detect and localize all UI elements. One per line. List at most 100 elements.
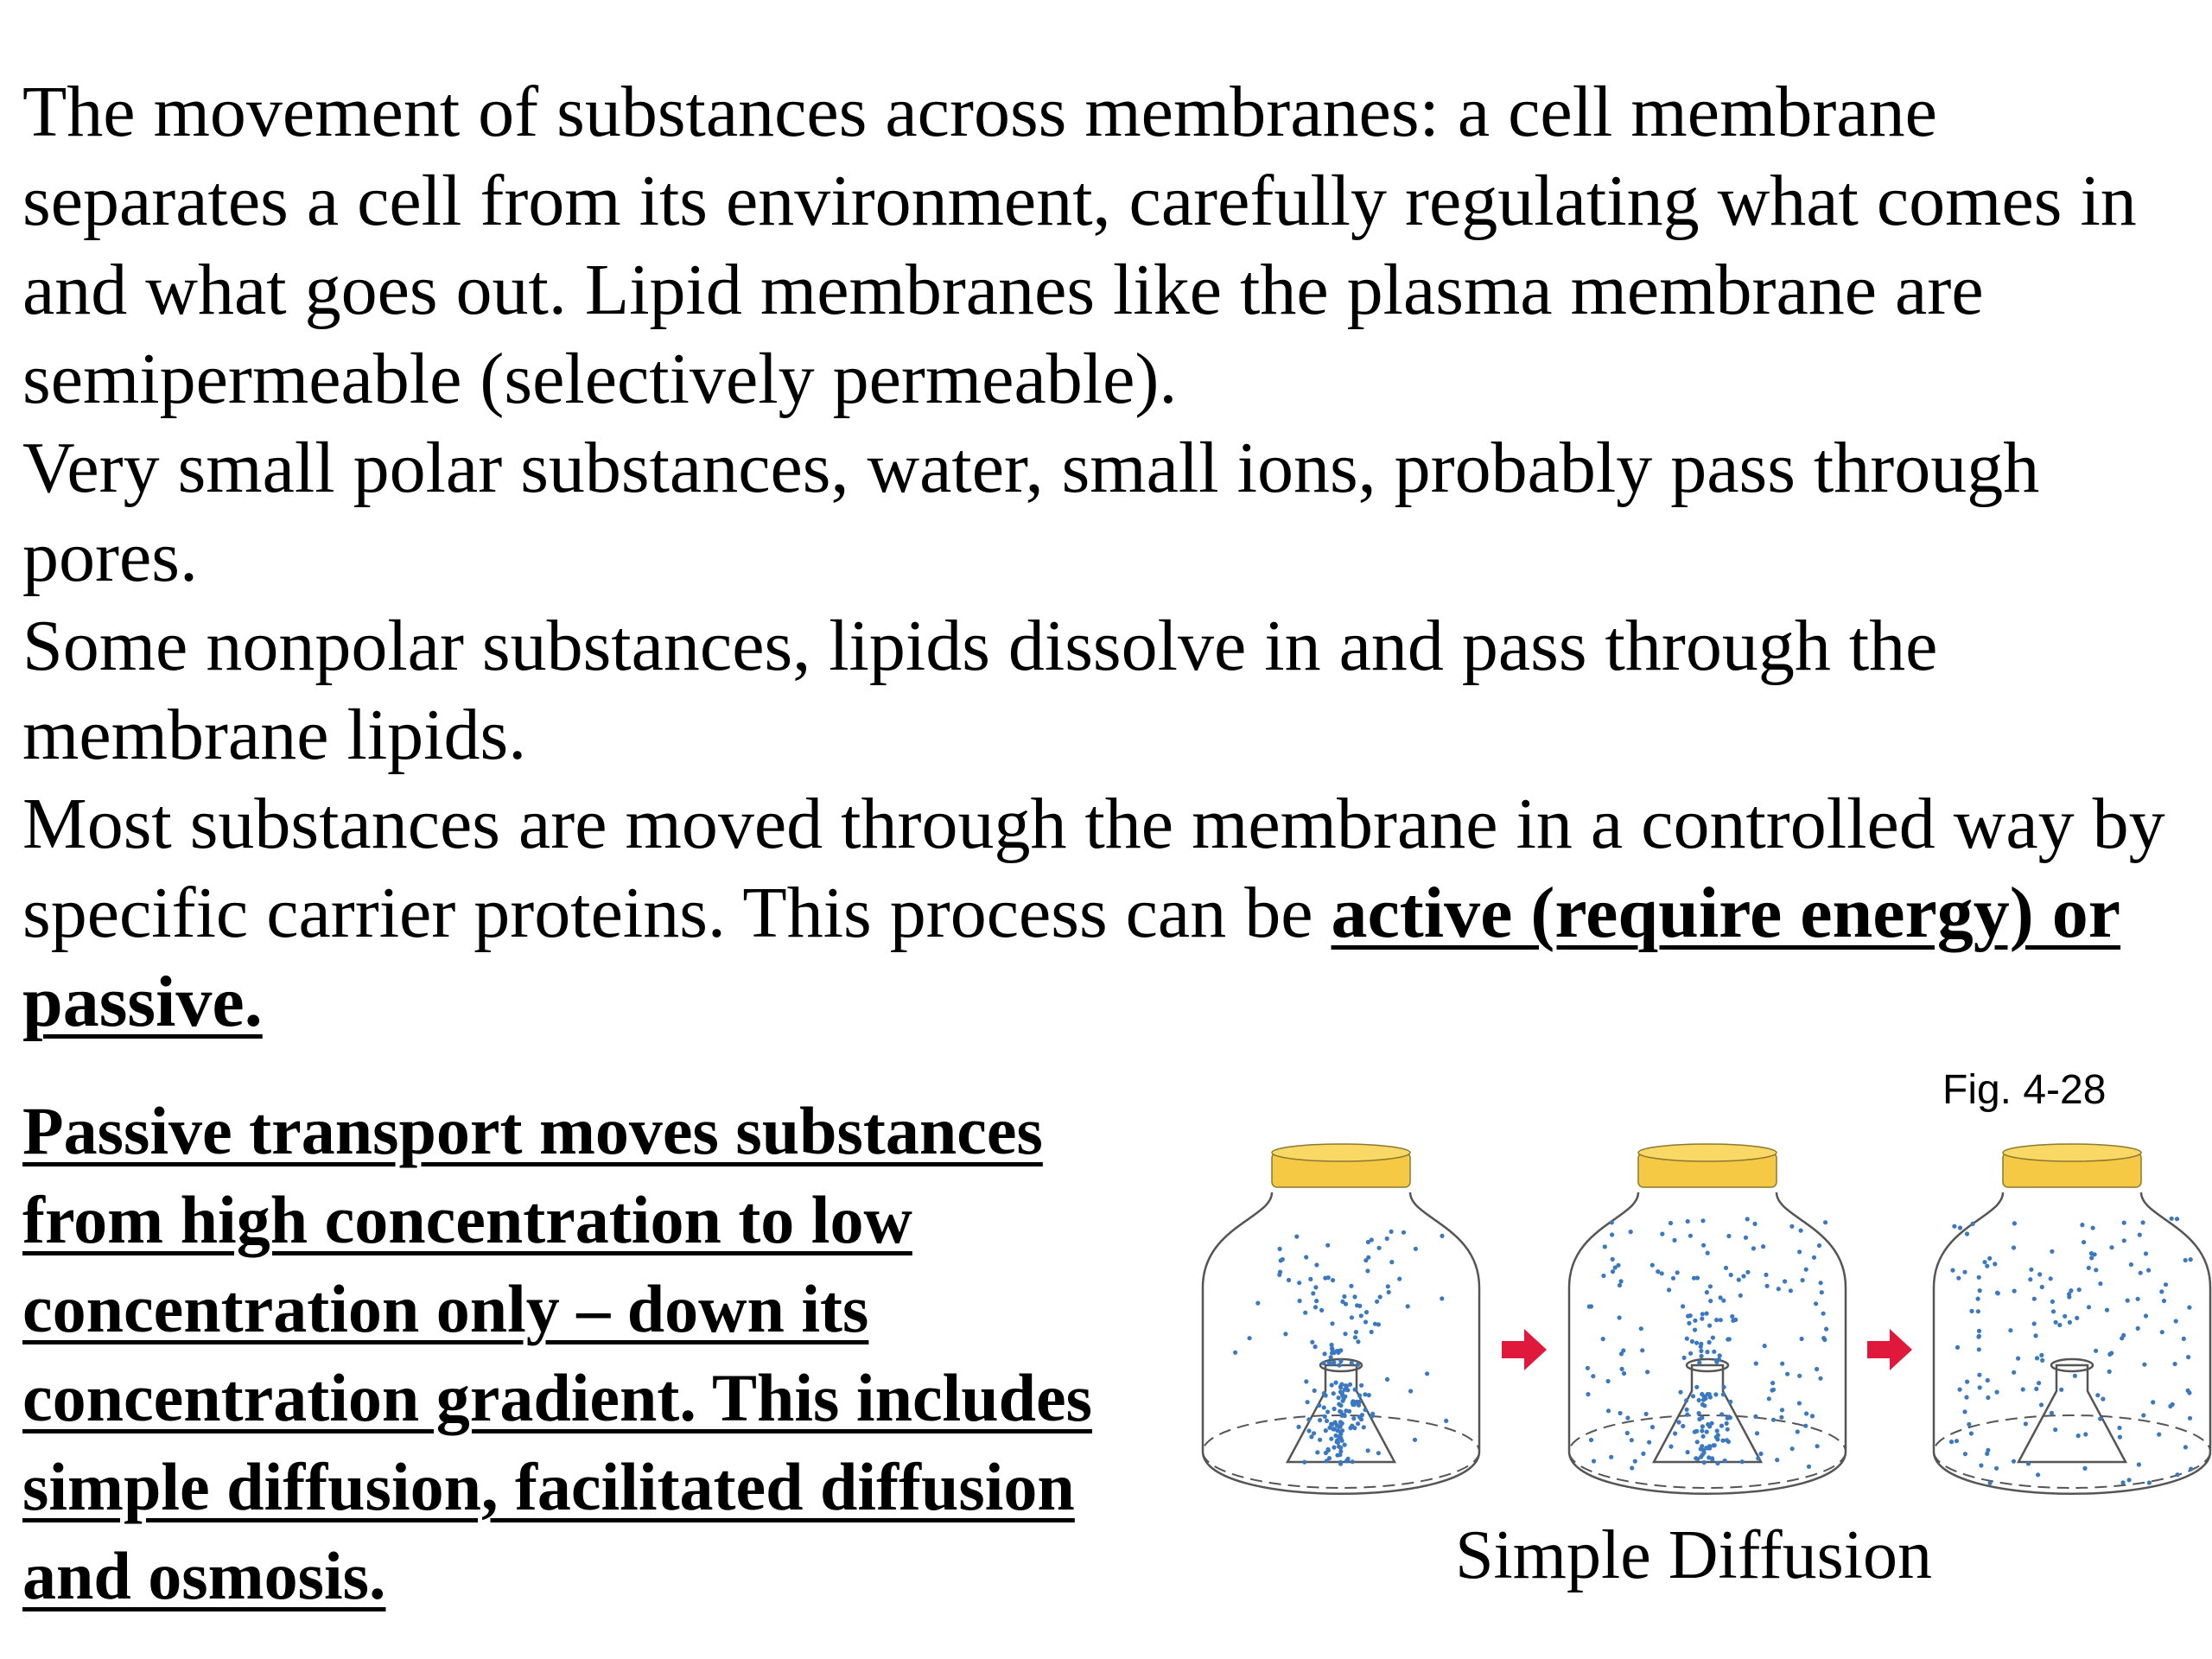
particle	[1977, 1288, 1982, 1294]
particle	[1618, 1410, 1623, 1416]
particle	[1758, 1451, 1764, 1457]
particle	[2031, 1296, 2037, 1301]
particle	[1628, 1230, 1633, 1235]
particle	[1719, 1412, 1725, 1417]
particle	[1957, 1387, 1962, 1392]
particle	[1609, 1454, 1614, 1459]
particle	[2012, 1221, 2017, 1226]
particle	[1818, 1376, 1823, 1381]
particle	[1322, 1414, 1327, 1419]
particle	[1617, 1315, 1622, 1320]
particle	[1314, 1299, 1319, 1304]
particle	[1618, 1279, 1624, 1284]
particle	[2049, 1410, 2055, 1415]
particle	[1681, 1355, 1687, 1360]
particle	[1616, 1262, 1621, 1268]
particle	[1605, 1408, 1611, 1414]
particle	[1585, 1365, 1590, 1370]
particle	[1325, 1275, 1331, 1281]
particle	[1824, 1326, 1829, 1332]
particle	[1389, 1229, 1394, 1234]
particle	[1312, 1388, 1317, 1393]
particle	[1987, 1480, 1993, 1485]
particle	[1976, 1274, 1981, 1280]
particle	[2128, 1262, 2133, 1268]
particle	[1705, 1250, 1710, 1255]
particle	[1349, 1360, 1354, 1365]
particle	[2067, 1319, 2072, 1325]
particle	[1327, 1425, 1332, 1430]
particle	[1700, 1402, 1705, 1408]
particle	[1338, 1432, 1344, 1437]
particle	[1798, 1228, 1803, 1233]
particle	[1645, 1370, 1650, 1375]
jar-floor	[1568, 1414, 1847, 1489]
particle	[1610, 1256, 1615, 1262]
particle	[1795, 1429, 1800, 1434]
particle	[1713, 1357, 1719, 1363]
particle	[1333, 1380, 1338, 1385]
particle	[1751, 1246, 1756, 1251]
flask-outline	[2016, 1363, 2128, 1464]
particle	[2063, 1313, 2068, 1319]
particle	[2039, 1352, 2044, 1357]
particle	[1741, 1274, 1746, 1279]
particle	[1709, 1421, 1714, 1426]
particle	[1681, 1423, 1686, 1429]
particle	[1713, 1392, 1719, 1397]
particle	[1799, 1336, 1804, 1342]
particle	[1630, 1465, 1635, 1471]
particle	[1818, 1281, 1823, 1286]
particle	[1413, 1246, 1418, 1251]
jar-lid-top	[2002, 1143, 2142, 1162]
particle	[1754, 1431, 1760, 1436]
particle	[1783, 1279, 1788, 1284]
particle	[2053, 1427, 2058, 1433]
particle	[1691, 1275, 1697, 1281]
particle	[1710, 1457, 1715, 1462]
particle	[1698, 1344, 1703, 1349]
particle	[1586, 1392, 1591, 1397]
particle	[1349, 1315, 1354, 1320]
particle	[1776, 1287, 1781, 1292]
particle	[1670, 1275, 1676, 1281]
particle	[2033, 1333, 2038, 1338]
particle	[1617, 1282, 1623, 1288]
jar-start	[1201, 1143, 1481, 1495]
particle	[2172, 1361, 2177, 1367]
particle	[1330, 1347, 1335, 1352]
particle	[1712, 1349, 1717, 1354]
particle	[1605, 1378, 1611, 1384]
particle	[1672, 1237, 1677, 1243]
jar-outline	[1932, 1192, 2212, 1495]
particle	[1789, 1224, 1795, 1229]
particle	[1315, 1450, 1320, 1455]
particle	[1968, 1431, 1974, 1436]
particle	[1976, 1328, 1982, 1333]
particle	[2050, 1309, 2056, 1314]
particle	[1283, 1332, 1288, 1337]
flask-mouth	[2050, 1357, 2094, 1373]
particle	[1969, 1308, 1974, 1313]
body-text: The movement of substances across membra…	[22, 67, 2191, 1046]
particle	[1956, 1275, 1961, 1281]
particle	[2012, 1288, 2017, 1294]
particle	[2023, 1421, 2028, 1427]
particle	[1779, 1414, 1784, 1420]
jar-lid-top	[1271, 1143, 1411, 1162]
particle	[1694, 1384, 1700, 1389]
particle	[1694, 1275, 1700, 1281]
particle	[1638, 1326, 1643, 1332]
particle	[1762, 1344, 1767, 1349]
particle	[1329, 1382, 1334, 1388]
active-passive-emphasis: active (require energy) or passive.	[22, 873, 2121, 1042]
particle	[2038, 1402, 2044, 1408]
particle	[1353, 1330, 1358, 1335]
particle	[2117, 1425, 2122, 1431]
particle	[1770, 1388, 1775, 1393]
particle	[1389, 1260, 1395, 1265]
particle	[1684, 1336, 1689, 1341]
particle	[2126, 1478, 2132, 1483]
particle	[1962, 1269, 1967, 1274]
